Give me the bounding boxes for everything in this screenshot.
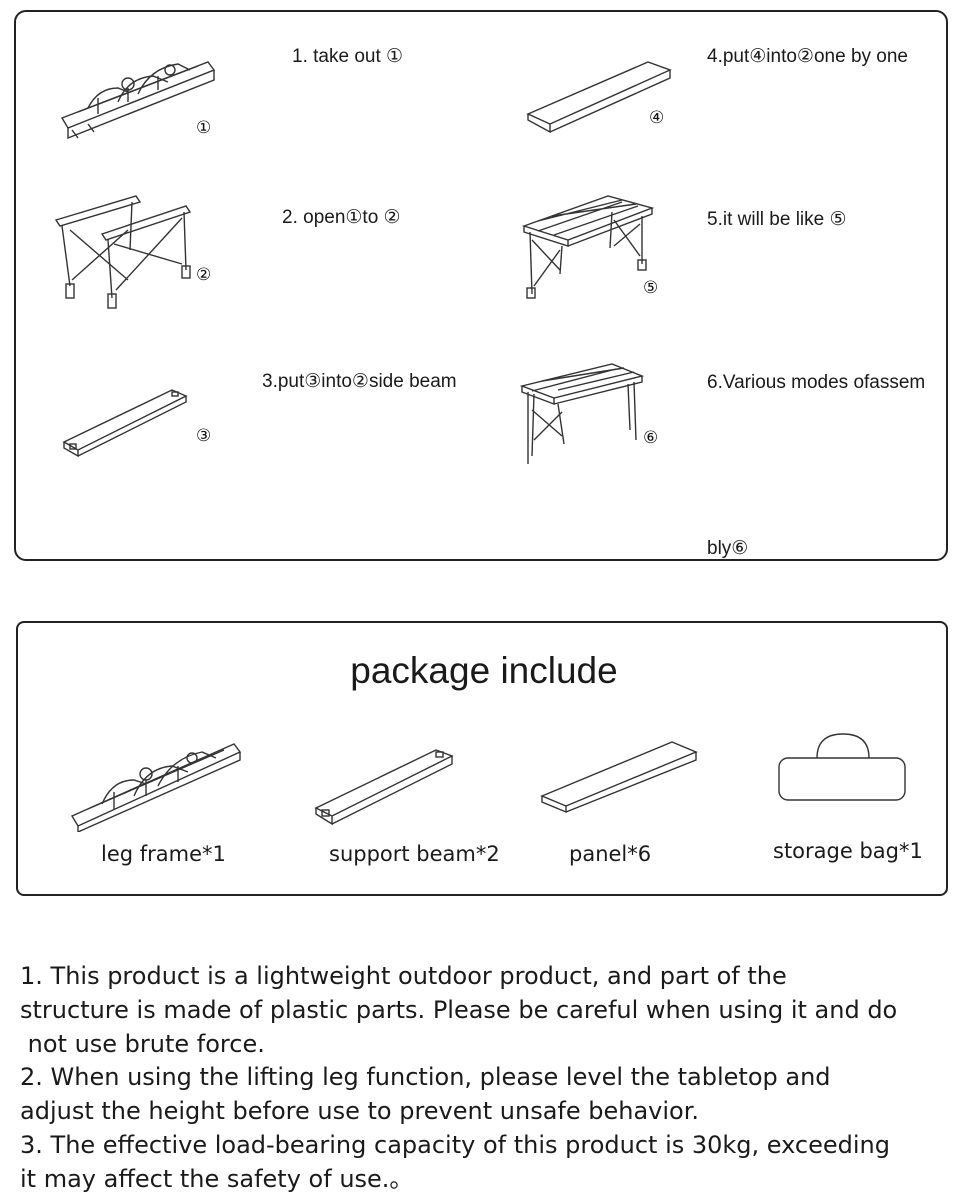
note-line: adjust the height before use to prevent … (20, 1097, 700, 1126)
folded-leg-frame-illustration (58, 48, 218, 148)
support-beam-icon (312, 746, 456, 830)
note-line: 2. When using the lifting leg function, … (20, 1063, 831, 1092)
step-3-text: 3.put③into②side beam (262, 371, 457, 392)
assembled-table-illustration (518, 190, 658, 302)
step-1-marker: ① (196, 118, 212, 138)
step-3-marker: ③ (196, 426, 212, 446)
note-line: structure is made of plastic parts. Plea… (20, 995, 898, 1024)
package-title: package include (350, 650, 618, 691)
storage-bag-label: storage bag*1 (773, 839, 923, 863)
safety-notes: 1. This product is a lightweight outdoor… (20, 960, 960, 1197)
panel-label: panel*6 (569, 842, 652, 866)
step-5-text: 5.it will be like ⑤ (707, 209, 847, 230)
note-line: 1. This product is a lightweight outdoor… (20, 962, 787, 990)
assembly-steps-panel (14, 10, 948, 561)
step-5-marker: ⑤ (643, 278, 659, 298)
note-line: it may affect the safety of use.。 (20, 1164, 414, 1193)
package-include-panel (16, 621, 948, 896)
step-2-marker: ② (196, 265, 212, 285)
leg-frame-icon (68, 736, 244, 832)
support-beam-illustration (60, 386, 190, 462)
panel-icon (538, 738, 702, 814)
step-6-text-continued: bly⑥ (707, 538, 749, 559)
step-4-text: 4.put④into②one by one (707, 46, 908, 67)
step-6-text: 6.Various modes ofassem (707, 372, 926, 393)
step-2-text: 2. open①to ② (282, 207, 401, 228)
step-1-text: 1. take out ① (292, 46, 404, 67)
support-beam-label: support beam*2 (329, 842, 500, 866)
table-mode-illustration (518, 360, 648, 470)
leg-frame-label: leg frame*1 (101, 842, 226, 866)
note-line: 3. The effective load-bearing capacity o… (20, 1130, 890, 1159)
panel-illustration (524, 58, 674, 138)
opened-leg-frame-illustration (52, 190, 202, 310)
storage-bag-icon (777, 732, 907, 804)
note-line: not use brute force. (20, 1029, 265, 1058)
step-4-marker: ④ (649, 108, 665, 128)
step-6-marker: ⑥ (643, 428, 659, 448)
